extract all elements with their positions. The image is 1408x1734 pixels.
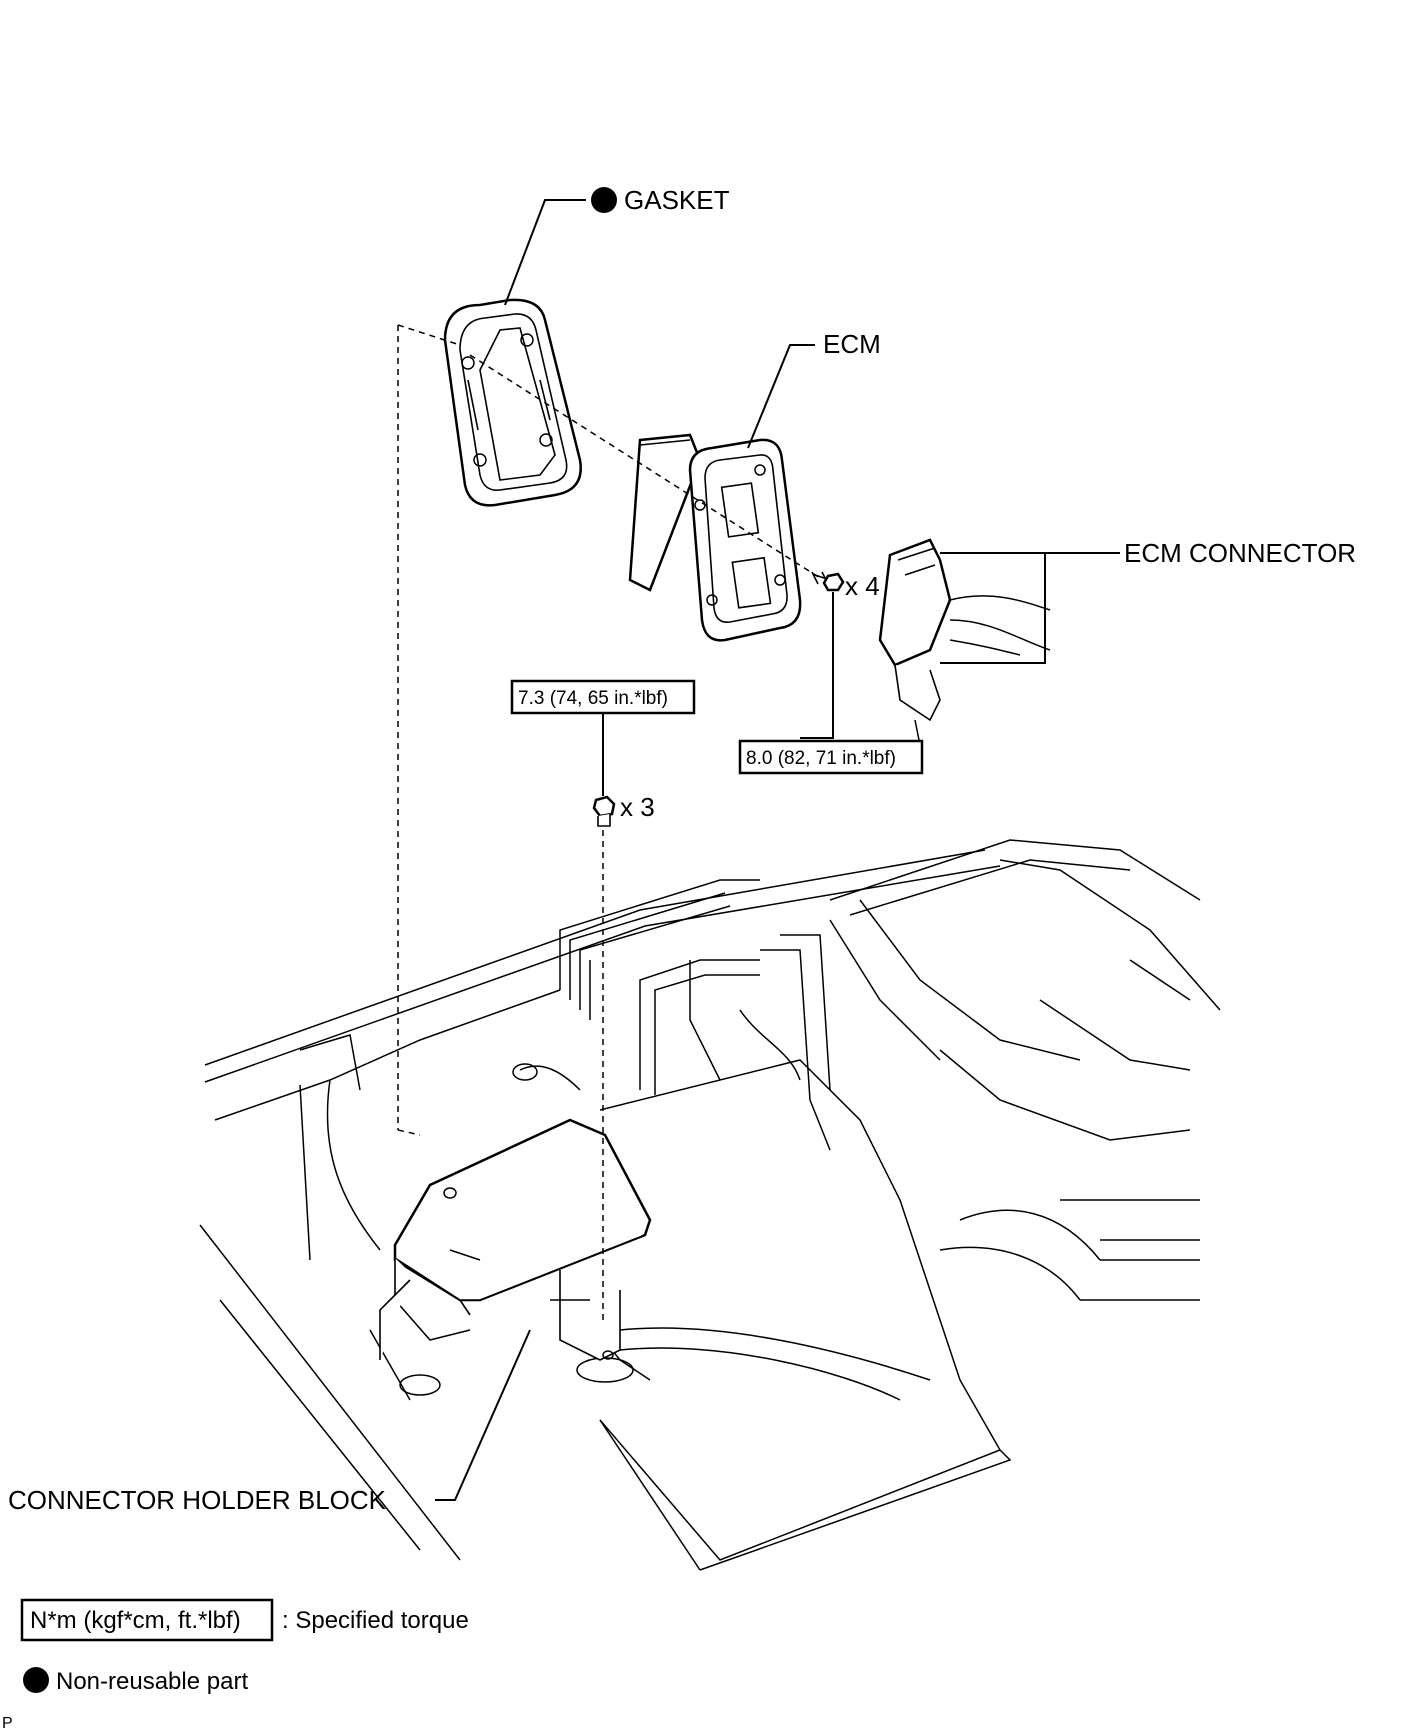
torque-box-block-bolt: 7.3 (74, 65 in.*lbf) (510, 679, 696, 715)
ecm-illustration (628, 433, 802, 642)
legend-non-reusable: Non-reusable part (56, 1668, 248, 1695)
ecm-bolt-icon (811, 571, 845, 592)
part-labels: GASKET ECM ECM CONNECTOR CONNECTOR HOLDE… (8, 185, 1356, 1515)
legend: N*m (kgf*cm, ft.*lbf) : Specified torque… (20, 1598, 469, 1695)
corner-code: P (2, 1715, 13, 1732)
torque-box-ecm-bolt: 8.0 (82, 71 in.*lbf) (738, 739, 924, 775)
label-qty-ecm-bolts: x 4 (845, 571, 880, 601)
installation-guide-lines (397, 324, 821, 1320)
connector-holder-block-illustration (379, 1118, 652, 1361)
label-qty-block-bolts: x 3 (620, 792, 655, 822)
engine-bay-illustration (199, 839, 1221, 1571)
leader-lines (435, 199, 1120, 1501)
gasket-illustration (443, 298, 582, 507)
non-reusable-mark-icon (591, 187, 617, 213)
label-connector-holder-block: CONNECTOR HOLDER BLOCK (8, 1485, 387, 1515)
label-ecm-connector: ECM CONNECTOR (1124, 538, 1356, 568)
ecm-connector-illustration (878, 538, 1051, 746)
block-bolt-icon (592, 795, 616, 827)
torque-value-block-bolt: 7.3 (74, 65 in.*lbf) (518, 688, 668, 709)
legend-non-reusable-icon (23, 1667, 49, 1693)
legend-torque-desc: : Specified torque (282, 1607, 469, 1634)
label-ecm: ECM (823, 329, 881, 359)
torque-value-ecm-bolt: 8.0 (82, 71 in.*lbf) (746, 748, 896, 769)
legend-torque-unit: N*m (kgf*cm, ft.*lbf) (30, 1607, 241, 1634)
label-gasket: GASKET (624, 185, 730, 215)
